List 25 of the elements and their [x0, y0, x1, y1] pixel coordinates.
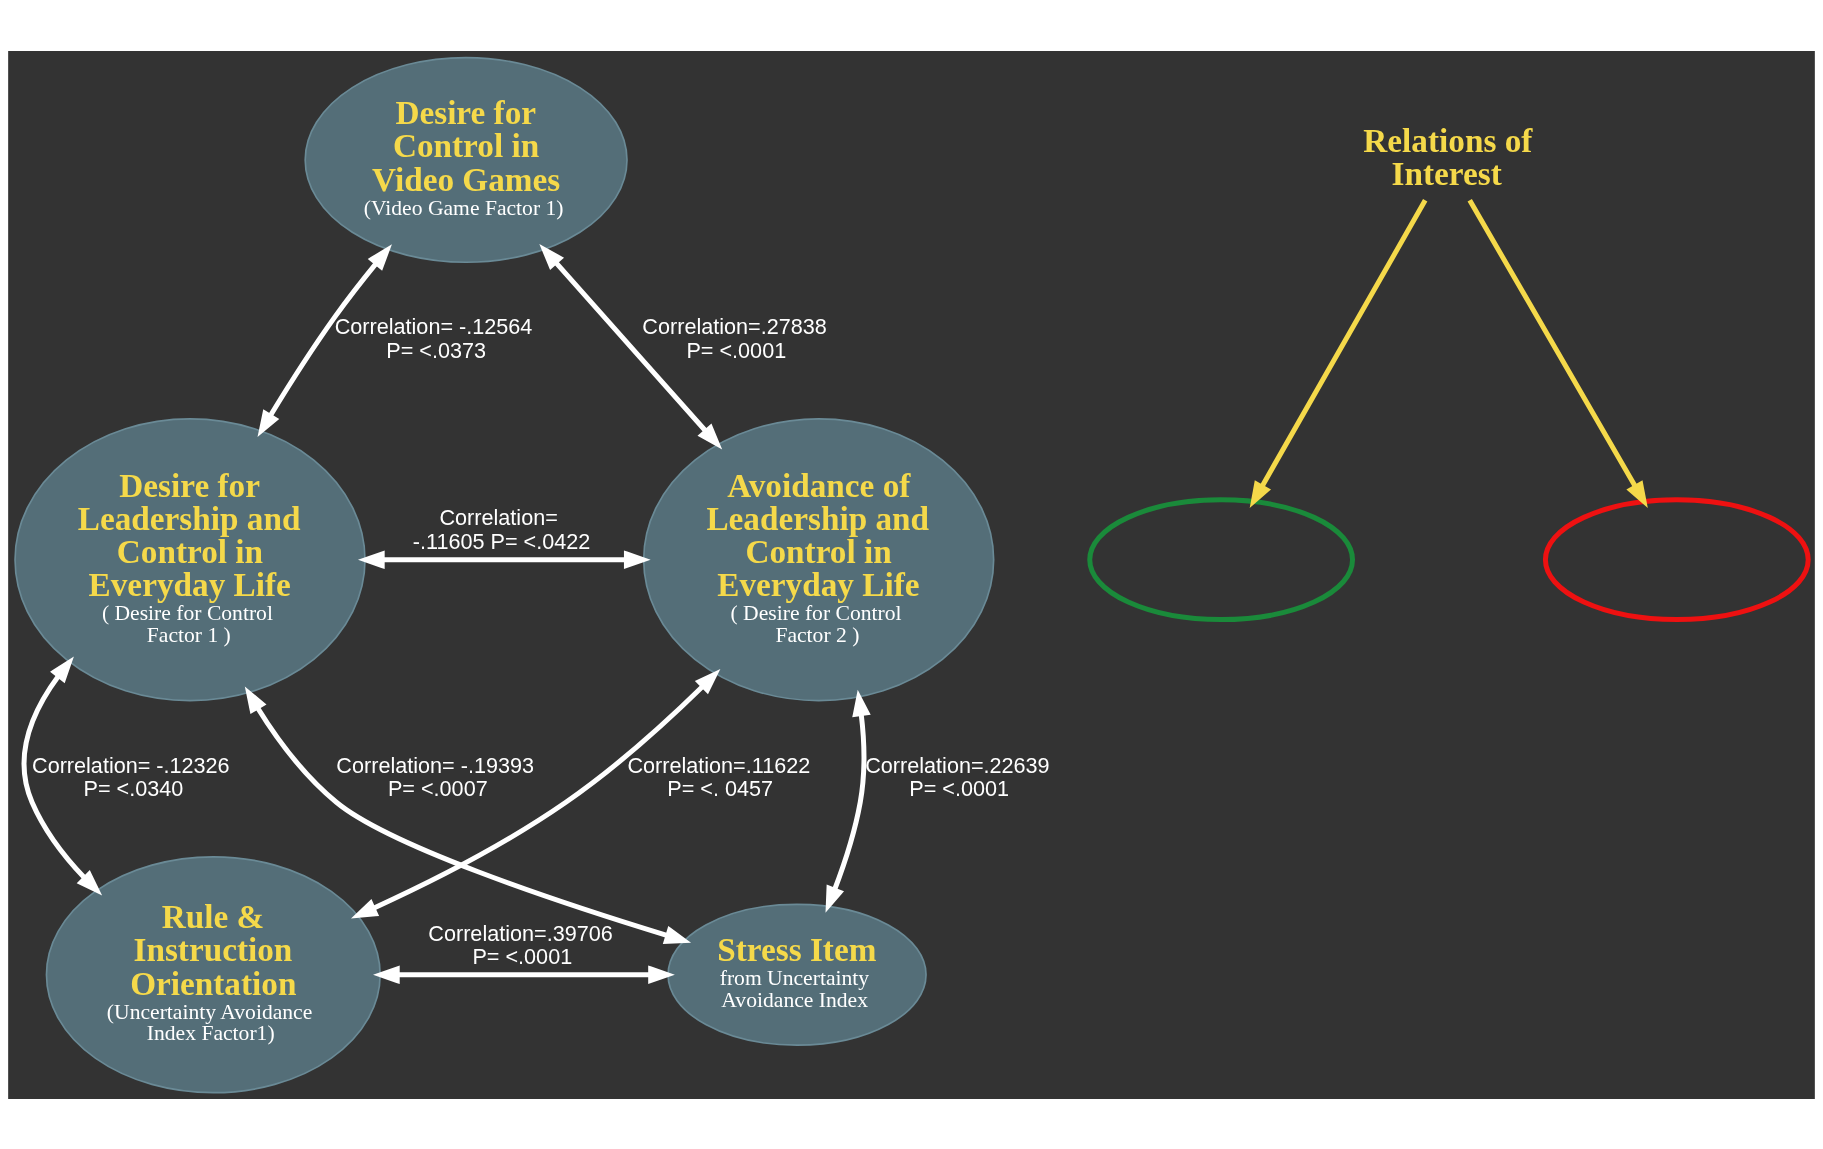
- arrow: [358, 549, 651, 569]
- arrow: [539, 243, 723, 450]
- edge-label: Correlation=.39706 P= <.0001: [428, 919, 613, 969]
- arrow: [21, 656, 103, 895]
- edge-label: Correlation=.27838 P= <.0001: [642, 313, 827, 363]
- node-ellipse: Desire for Leadership and Control in Everyday Life ( Desire for Control Factor 1 ): [14, 417, 366, 701]
- node-text: Relations of Interest: [1363, 121, 1533, 192]
- node-ellipse: Stress Item from Uncertainty Avoidance Index: [667, 903, 927, 1046]
- edge-label: Correlation= -.19393 P= <.0007: [336, 752, 534, 801]
- node-ellipse: [1087, 496, 1355, 622]
- edge-label: Correlation= -.11605 P= <.0422: [412, 504, 591, 554]
- arrow: [244, 685, 692, 944]
- arrow: [1249, 198, 1428, 508]
- edge-label: Correlation= -.12564 P= <.0373: [334, 313, 533, 363]
- edge-label: Correlation=.11622 P= <. 0457: [627, 752, 811, 801]
- arrow: [373, 964, 675, 984]
- node-ellipse: Desire for Control in Video Games (Video Game Factor 1): [304, 56, 628, 263]
- arrow: [825, 689, 871, 913]
- edge-label: Correlation=.22639 P= <.0001: [865, 752, 1050, 801]
- arrow: [257, 243, 392, 437]
- edge-label: Correlation= -.12326 P= <.0340: [32, 752, 230, 801]
- node-ellipse: Avoidance of Leadership and Control in Everyday Life ( Desire for Control Factor 2 ): [642, 417, 995, 701]
- node-ellipse: [1542, 496, 1811, 622]
- arrow: [351, 668, 721, 918]
- arrow: [1467, 198, 1648, 508]
